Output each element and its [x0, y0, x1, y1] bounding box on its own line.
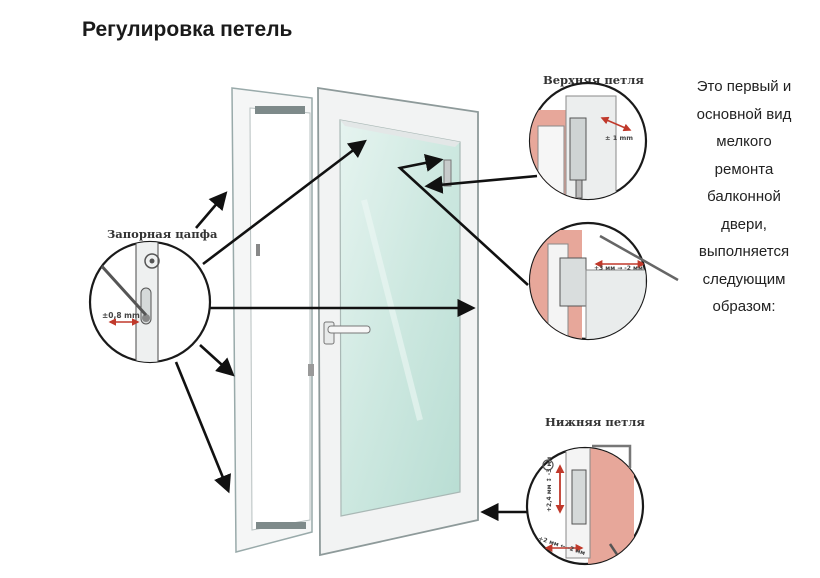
- upper-hinge-side-detail: +3 мм → -2 мм: [528, 221, 679, 341]
- upper-hinge-top-detail: ± 1 mm: [528, 81, 648, 201]
- pointer-arrows: [174, 139, 538, 522]
- lower-hinge-label: Нижняя петля: [545, 415, 645, 429]
- upper-hinge-label: Верхняя петля: [543, 73, 644, 87]
- lower-hinge-vertical-dimension: +2,4 мм ↕ -3 мм: [546, 457, 553, 512]
- lock-pin-label: Запорная цапфа: [107, 227, 218, 241]
- description-line: выполняется: [698, 243, 790, 260]
- description-line: следующим: [702, 270, 786, 288]
- lower-hinge-detail: +2,4 мм ↕ -3 мм +2 мм ← -2 мм: [525, 444, 645, 566]
- description-line: двери,: [721, 215, 767, 233]
- description-line: мелкого: [716, 133, 772, 150]
- window-sash: [308, 86, 479, 557]
- description-line: балконной: [707, 188, 781, 205]
- page-title: Регулировка петель: [82, 18, 293, 41]
- lock-pin-detail: ±0,8 mm: [88, 240, 212, 364]
- lock-pin-dimension: ±0,8 mm: [102, 311, 140, 320]
- upper-hinge-top-dimension: ± 1 mm: [605, 134, 633, 142]
- description-line: образом:: [712, 298, 776, 315]
- description-line: ремонта: [714, 160, 774, 178]
- description-line: Это первый и: [696, 78, 792, 95]
- window-frame: [231, 87, 313, 553]
- description-text: Это первый и основной вид мелкого ремонт…: [688, 73, 800, 321]
- description-line: основной вид: [696, 105, 792, 123]
- upper-hinge-side-dimension: +3 мм → -2 мм: [594, 265, 643, 272]
